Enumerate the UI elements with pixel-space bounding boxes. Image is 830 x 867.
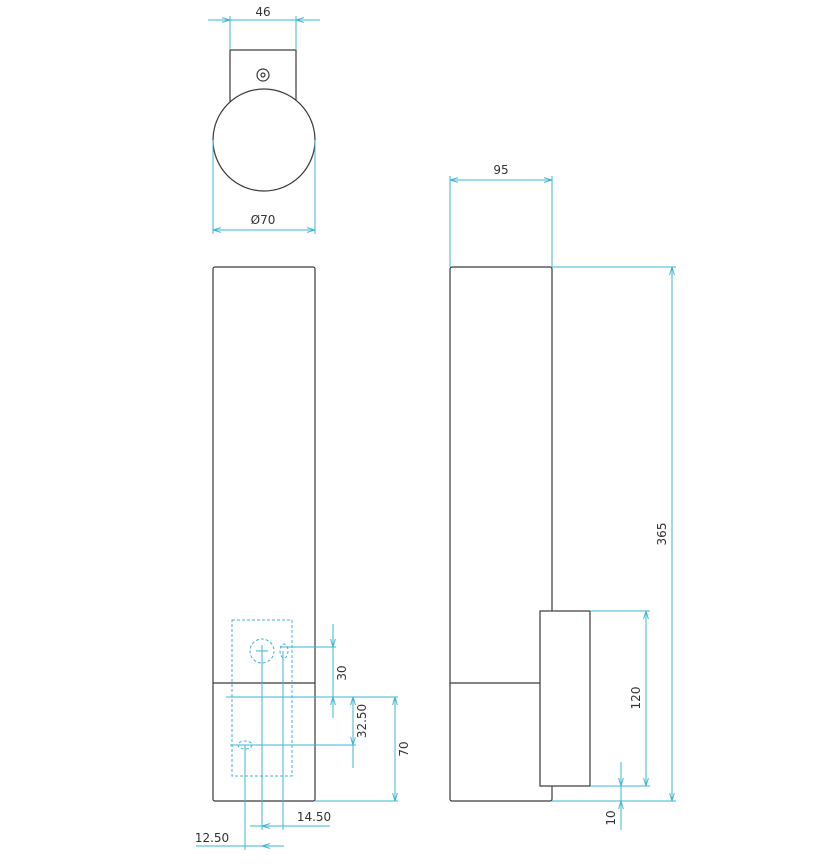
top-view [212, 49, 316, 192]
dim-bottom-offset: 10 [604, 762, 621, 830]
dim-label-12-50: 12.50 [195, 831, 229, 845]
front-body [212, 266, 316, 802]
dim-label-10: 10 [604, 810, 618, 825]
dim-label-95: 95 [493, 163, 508, 177]
hidden-slot-upper [279, 643, 289, 659]
front-view [212, 266, 316, 802]
screw-hole-inner [260, 72, 266, 78]
dim-overall-height: 365 [552, 266, 676, 802]
dim-top-width: 46 [208, 5, 320, 50]
dim-label-46: 46 [255, 5, 270, 19]
dim-label-30: 30 [335, 665, 349, 680]
dim-front-offsets: 30 32.50 70 14.50 12.50 [195, 624, 411, 850]
dim-label-365: 365 [655, 523, 669, 546]
dim-label-70: 70 [397, 741, 411, 756]
side-body [449, 266, 553, 802]
side-view [449, 266, 591, 802]
dim-plate-height: 120 [590, 610, 650, 787]
hidden-hole-upper [249, 638, 275, 664]
round-head [212, 88, 316, 192]
dim-label-diameter: Ø70 [251, 213, 276, 227]
dim-side-width: 95 [449, 163, 553, 267]
dim-label-120: 120 [629, 687, 643, 710]
dim-diameter: Ø70 [212, 140, 316, 234]
dim-label-32-50: 32.50 [355, 704, 369, 738]
screw-hole [256, 68, 270, 82]
dim-label-14-50: 14.50 [297, 810, 331, 824]
side-mounting-plate [539, 610, 591, 787]
